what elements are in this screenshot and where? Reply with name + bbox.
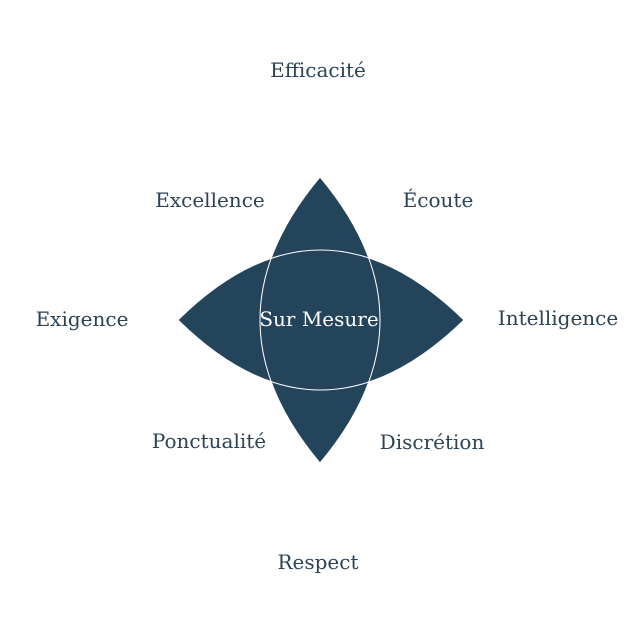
horizontal-petal-shape [178, 250, 464, 390]
label-respect: Respect [277, 550, 358, 574]
center-label: Sur Mesure [259, 307, 378, 331]
vertical-petal-outline [259, 176, 381, 464]
label-efficacite: Efficacité [270, 58, 366, 82]
label-ponctualite: Ponctualité [152, 429, 266, 453]
label-ecoute: Écoute [403, 188, 474, 212]
label-intelligence: Intelligence [498, 306, 618, 330]
horizontal-petal-outline [177, 249, 465, 391]
label-exigence: Exigence [36, 307, 129, 331]
label-excellence: Excellence [155, 188, 264, 212]
label-discretion: Discrétion [380, 430, 485, 454]
